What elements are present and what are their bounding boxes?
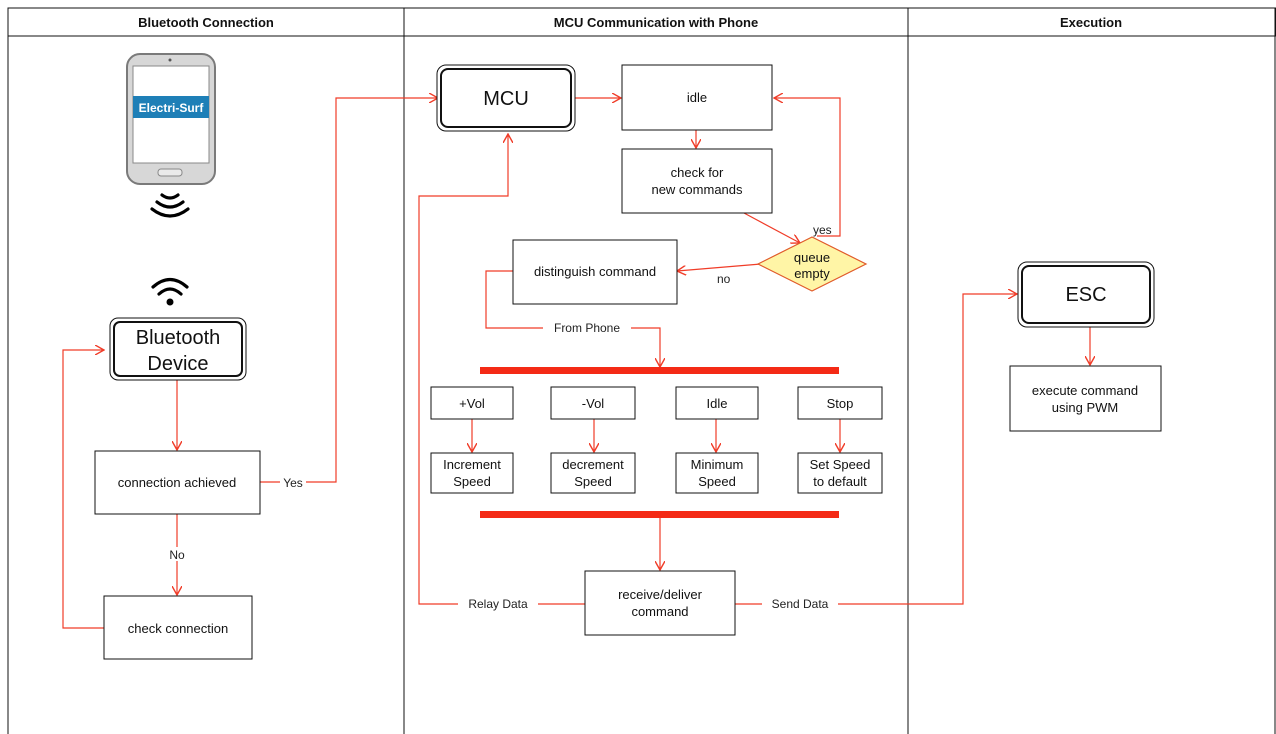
bluetooth-device-node: Bluetooth Device [109, 317, 247, 381]
edge-receive-send-to-esc [735, 294, 1017, 605]
swimlanes: Bluetooth Connection MCU Communication w… [7, 7, 1276, 734]
execute-label-1: execute command [1032, 383, 1138, 398]
check-connection-label: check connection [128, 621, 228, 636]
phone-icon: Electri-Surf [126, 53, 216, 185]
receive-deliver-node: receive/deliver command [584, 570, 736, 636]
signal-waves-icon [150, 193, 190, 218]
edge-label-no-connection: No [169, 548, 185, 562]
action-set-speed-default: Set Speed to default [797, 452, 883, 494]
set-speed-label-2: to default [813, 474, 867, 489]
action-increment-speed: Increment Speed [430, 452, 514, 494]
lane-title-mcu: MCU Communication with Phone [554, 15, 758, 30]
cmd-vol-down-label: -Vol [582, 396, 605, 411]
edge-queue-no-to-distinguish [677, 263, 762, 271]
decrement-label-2: Speed [574, 474, 612, 489]
increment-label-1: Increment [443, 457, 501, 472]
cmd-stop: Stop [797, 386, 883, 420]
cmd-vol-up: +Vol [430, 386, 514, 420]
edge-label-yes-queue: yes [813, 223, 832, 237]
phone-screen-label: Electri-Surf [139, 101, 205, 115]
queue-empty-decision: queue empty [756, 236, 868, 292]
fork-bar [480, 367, 839, 374]
edge-connection-to-mcu [260, 98, 438, 483]
bluetooth-device-label-1: Bluetooth [136, 327, 221, 349]
check-connection-node: check connection [103, 595, 253, 660]
action-decrement-speed: decrement Speed [550, 452, 636, 494]
execute-command-node: execute command using PWM [1009, 365, 1162, 432]
minimum-label-2: Speed [698, 474, 736, 489]
queue-empty-label-2: empty [794, 266, 830, 281]
connection-achieved-node: connection achieved [94, 450, 261, 515]
distinguish-command-label: distinguish command [534, 264, 656, 279]
edge-check-to-btdevice [62, 350, 104, 629]
edge-label-from-phone: From Phone [554, 321, 620, 335]
idle-label: idle [687, 90, 707, 105]
cmd-vol-up-label: +Vol [459, 396, 485, 411]
bluetooth-device-label-2: Device [147, 353, 208, 375]
receive-deliver-label-1: receive/deliver [618, 587, 702, 602]
cmd-idle: Idle [675, 386, 759, 420]
increment-label-2: Speed [453, 474, 491, 489]
distinguish-command-node: distinguish command [512, 239, 678, 305]
phone-screen-banner [133, 96, 209, 118]
connection-achieved-label: connection achieved [118, 475, 237, 490]
idle-node: idle [621, 64, 773, 131]
lane-title-execution: Execution [1060, 15, 1122, 30]
minimum-label-1: Minimum [691, 457, 744, 472]
mcu-node: MCU [436, 64, 576, 132]
edge-label-relay-data: Relay Data [468, 597, 528, 611]
check-commands-label-2: new commands [651, 182, 743, 197]
check-new-commands-node: check for new commands [621, 148, 773, 214]
queue-empty-label-1: queue [794, 250, 830, 265]
edge-distinguish-to-fork [485, 270, 660, 367]
receive-deliver-label-2: command [631, 604, 688, 619]
action-minimum-speed: Minimum Speed [675, 452, 759, 494]
cmd-idle-label: Idle [707, 396, 728, 411]
edge-label-yes-connection: Yes [283, 476, 303, 490]
edge-label-send-data: Send Data [772, 597, 829, 611]
edge-label-no-queue: no [717, 272, 731, 286]
cmd-stop-label: Stop [827, 396, 854, 411]
edge-queue-yes-to-idle [774, 98, 841, 237]
execute-label-2: using PWM [1052, 400, 1118, 415]
esc-label: ESC [1065, 284, 1106, 306]
mcu-label: MCU [483, 88, 529, 110]
esc-node: ESC [1017, 261, 1155, 328]
wifi-icon [151, 277, 189, 306]
cmd-vol-down: -Vol [550, 386, 636, 420]
check-commands-label-1: check for [671, 165, 724, 180]
edge-check-cmds-to-queue [743, 212, 800, 243]
decrement-label-1: decrement [562, 457, 624, 472]
set-speed-label-1: Set Speed [810, 457, 871, 472]
edge-labels: Yes No yes no From Phone Relay Data Send… [166, 223, 838, 611]
join-bar [480, 511, 839, 518]
lane-title-bluetooth: Bluetooth Connection [138, 15, 274, 30]
